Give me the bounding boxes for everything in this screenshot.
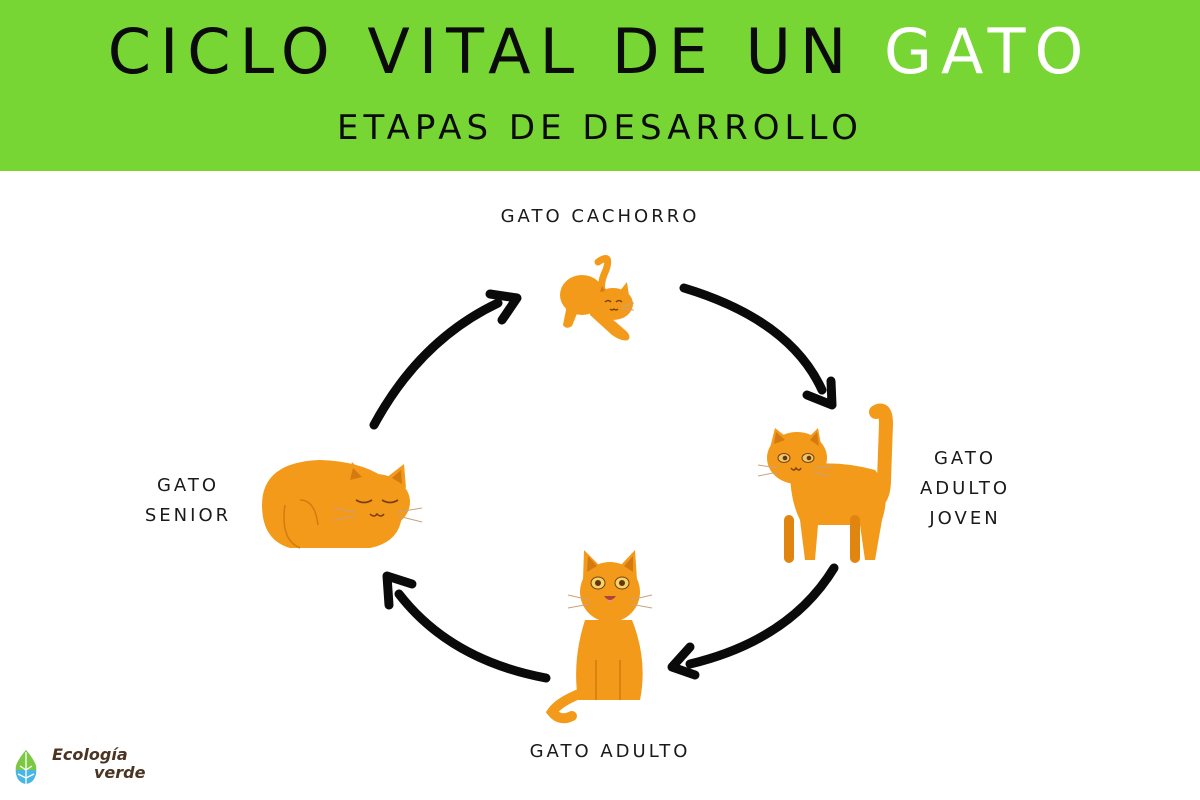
arrow-cachorro-to-adulto-joven-icon [679,283,837,410]
stage-label-adulto-joven: GATO ADULTO JOVEN [905,444,1025,534]
stage-label-line: GATO [933,448,997,469]
logo-line-2: verde [94,763,146,782]
header-banner: CICLO VITAL DE UN GATO ETAPAS DE DESARRO… [0,0,1200,171]
stage-label-adulto: GATO ADULTO [490,737,730,767]
stretching-kitten-icon [560,254,635,341]
stage-label-cachorro: GATO CACHORRO [480,202,720,232]
sitting-cat-icon [545,550,653,724]
title-accent: GATO [883,15,1093,88]
stage-label-line: GATO [156,475,220,496]
logo-wordmark: Ecología verde [52,746,145,782]
logo-line-1: Ecología [52,745,128,764]
stage-label-senior: GATO SENIOR [128,471,248,531]
ecologia-verde-logo: Ecología verde [12,746,172,786]
leaf-icon [15,750,37,784]
stage-label-line: JOVEN [929,508,1001,529]
standing-cat-icon [757,403,894,563]
page-title: CICLO VITAL DE UN GATO [0,14,1200,90]
arrow-senior-to-cachorro-icon [369,289,522,430]
stage-label-line: SENIOR [144,505,232,526]
stage-label-line: ADULTO [919,478,1011,499]
title-main: CICLO VITAL DE UN [107,15,884,88]
arrow-adulto-to-senior-icon [382,571,551,683]
arrow-adulto-joven-to-adulto-icon [667,563,839,680]
page-subtitle: ETAPAS DE DESARROLLO [337,108,863,148]
stage-label-text: GATO CACHORRO [500,206,700,227]
sleeping-cat-icon [262,460,423,549]
stage-label-text: GATO ADULTO [529,741,691,762]
